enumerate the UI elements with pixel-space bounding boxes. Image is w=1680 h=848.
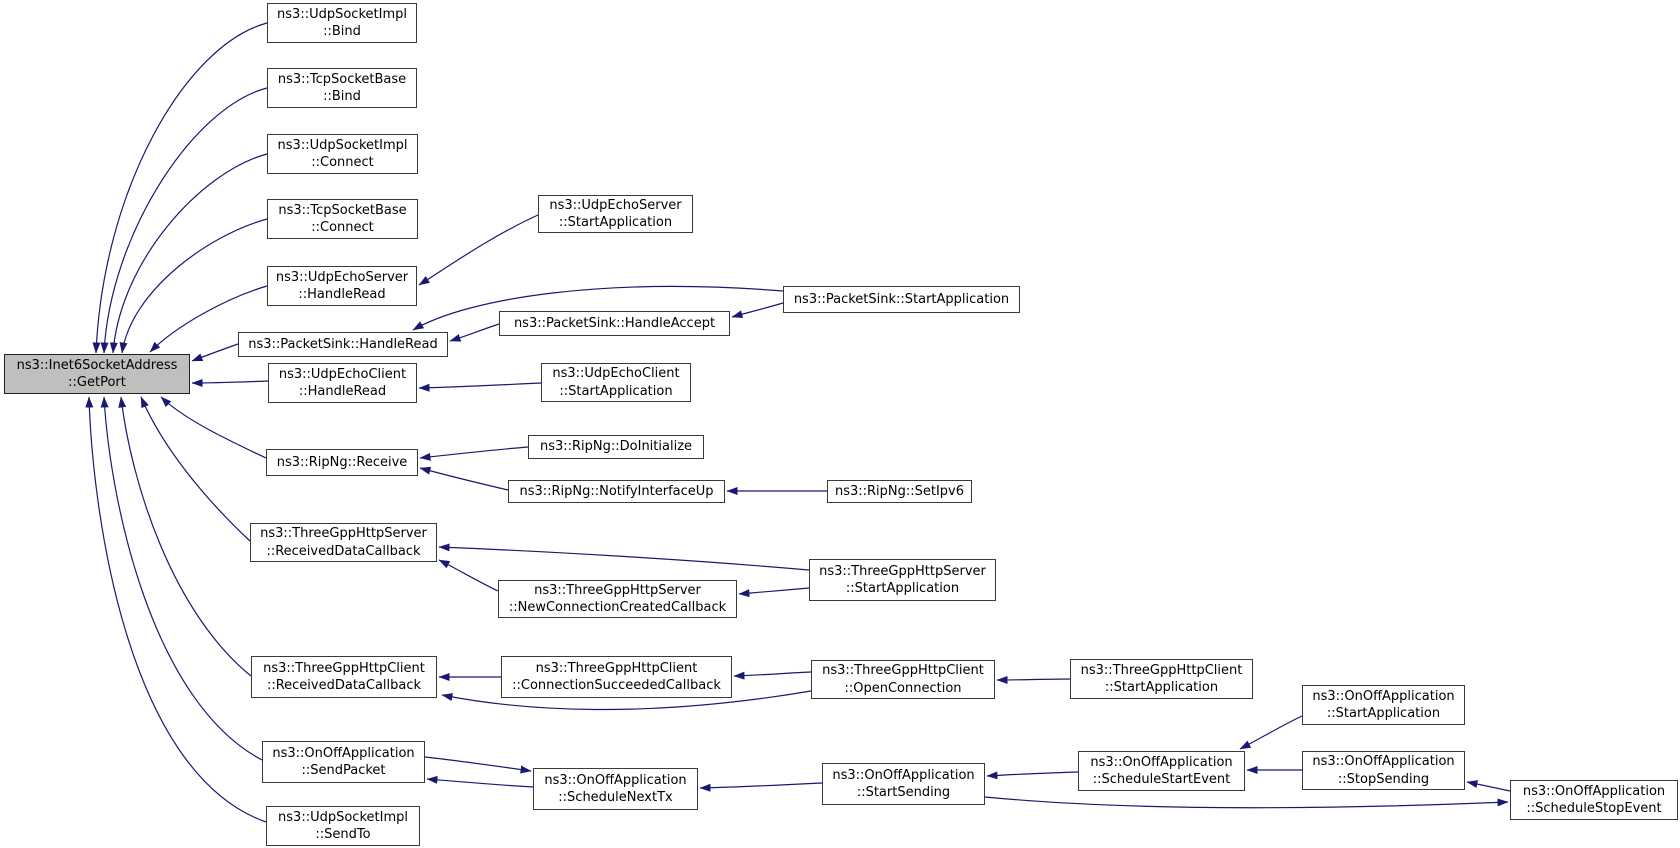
edge-ps-handleaccept-to-ps-handleread [449, 323, 500, 342]
edge-onoff-schedulestartevent-to-onoff-startsending [986, 771, 1079, 780]
node-tgs-ncc[interactable]: ns3::ThreeGppHttpServer ::NewConnectionC… [498, 580, 737, 618]
edge-onoff-startsending-to-onoff-schedulestopevent [984, 796, 1509, 809]
node-tgc-rdc[interactable]: ns3::ThreeGppHttpClient ::ReceivedDataCa… [251, 656, 437, 698]
node-tcp-bind[interactable]: ns3::TcpSocketBase ::Bind [267, 68, 417, 108]
edge-tgc-startapp-to-tgc-openconn [996, 675, 1071, 684]
edge-tgc-rdc-to-getport [118, 396, 252, 677]
edge-onoff-sendpacket-to-getport [100, 396, 263, 761]
node-tgs-startapp[interactable]: ns3::ThreeGppHttpServer ::StartApplicati… [809, 559, 996, 601]
edge-onoff-schedulestopevent-to-onoff-stopsending [1466, 780, 1511, 792]
node-udp-connect[interactable]: ns3::UdpSocketImpl ::Connect [267, 134, 418, 174]
node-onoff-schedulestartevent[interactable]: ns3::OnOffApplication ::ScheduleStartEve… [1078, 751, 1245, 791]
node-ps-startapp[interactable]: ns3::PacketSink::StartApplication [783, 286, 1020, 313]
edge-tgs-startapp-to-tgs-rdc [438, 543, 810, 571]
node-onoff-startsending[interactable]: ns3::OnOffApplication ::StartSending [822, 763, 985, 805]
node-ripng-doinit[interactable]: ns3::RipNg::DoInitialize [528, 435, 704, 459]
node-tcp-connect[interactable]: ns3::TcpSocketBase ::Connect [267, 199, 418, 239]
node-onoff-stopsending[interactable]: ns3::OnOffApplication ::StopSending [1302, 751, 1465, 790]
edge-uec-handleread-to-getport [191, 378, 269, 387]
edge-udp-sendto-to-getport [85, 396, 267, 823]
node-tgc-startapp[interactable]: ns3::ThreeGppHttpClient ::StartApplicati… [1070, 659, 1253, 699]
node-udp-sendto[interactable]: ns3::UdpSocketImpl ::SendTo [266, 806, 420, 846]
edge-udp-connect-to-getport [109, 153, 268, 354]
edge-onoff-startapp-to-onoff-schedulestartevent [1239, 715, 1303, 750]
edge-tgs-startapp-to-tgs-ncc [738, 587, 810, 598]
edge-onoff-startsending-to-onoff-schedulenexttx [699, 782, 823, 792]
node-ps-handleaccept[interactable]: ns3::PacketSink::HandleAccept [499, 311, 730, 336]
edge-tgs-ncc-to-tgs-rdc [438, 559, 499, 592]
node-getport: ns3::Inet6SocketAddress ::GetPort [4, 354, 190, 394]
edge-ps-startapp-to-ps-handleaccept [731, 302, 784, 319]
node-ripng-setipv6[interactable]: ns3::RipNg::SetIpv6 [827, 480, 972, 503]
edge-tgc-openconn-to-tgc-rdc [441, 690, 812, 711]
node-ps-handleread[interactable]: ns3::PacketSink::HandleRead [238, 332, 448, 357]
node-ripng-notify[interactable]: ns3::RipNg::NotifyInterfaceUp [508, 480, 725, 503]
edge-tgc-openconn-to-tgc-csc [733, 671, 812, 680]
node-onoff-schedulenexttx[interactable]: ns3::OnOffApplication ::ScheduleNextTx [533, 768, 698, 810]
edge-tcp-bind-to-getport [100, 87, 268, 354]
node-ues-startapp[interactable]: ns3::UdpEchoServer ::StartApplication [538, 195, 693, 233]
node-tgs-rdc[interactable]: ns3::ThreeGppHttpServer ::ReceivedDataCa… [250, 523, 437, 562]
edge-ps-startapp-to-ps-handleread [412, 285, 784, 331]
edge-tgs-rdc-to-getport [140, 396, 251, 542]
edge-ps-handleread-to-getport [191, 343, 239, 362]
edge-ripng-doinit-to-ripng-receive [419, 446, 529, 461]
edge-onoff-schedulenexttx-to-onoff-sendpacket [426, 775, 534, 788]
node-onoff-schedulestopevent[interactable]: ns3::OnOffApplication ::ScheduleStopEven… [1510, 780, 1678, 820]
edge-onoff-sendpacket-to-onoff-schedulenexttx [424, 756, 532, 774]
node-tgc-csc[interactable]: ns3::ThreeGppHttpClient ::ConnectionSucc… [501, 656, 732, 698]
node-udp-bind[interactable]: ns3::UdpSocketImpl ::Bind [267, 3, 417, 43]
edge-ripng-notify-to-ripng-receive [419, 466, 509, 491]
node-ripng-receive[interactable]: ns3::RipNg::Receive [266, 449, 418, 476]
node-onoff-sendpacket[interactable]: ns3::OnOffApplication ::SendPacket [262, 741, 425, 783]
node-uec-startapp[interactable]: ns3::UdpEchoClient ::StartApplication [541, 363, 691, 402]
edge-udp-bind-to-getport [92, 22, 268, 354]
node-tgc-openconn[interactable]: ns3::ThreeGppHttpClient ::OpenConnection [811, 660, 995, 699]
edge-tcp-connect-to-getport [119, 218, 268, 354]
node-ues-handleread[interactable]: ns3::UdpEchoServer ::HandleRead [267, 266, 417, 306]
edge-ripng-receive-to-getport [160, 396, 267, 459]
edge-uec-startapp-to-uec-handleread [418, 382, 542, 392]
edge-ues-handleread-to-getport [149, 285, 268, 353]
edge-ues-startapp-to-ues-handleread [418, 214, 539, 286]
node-onoff-startapp[interactable]: ns3::OnOffApplication ::StartApplication [1302, 685, 1465, 725]
node-uec-handleread[interactable]: ns3::UdpEchoClient ::HandleRead [268, 363, 417, 403]
